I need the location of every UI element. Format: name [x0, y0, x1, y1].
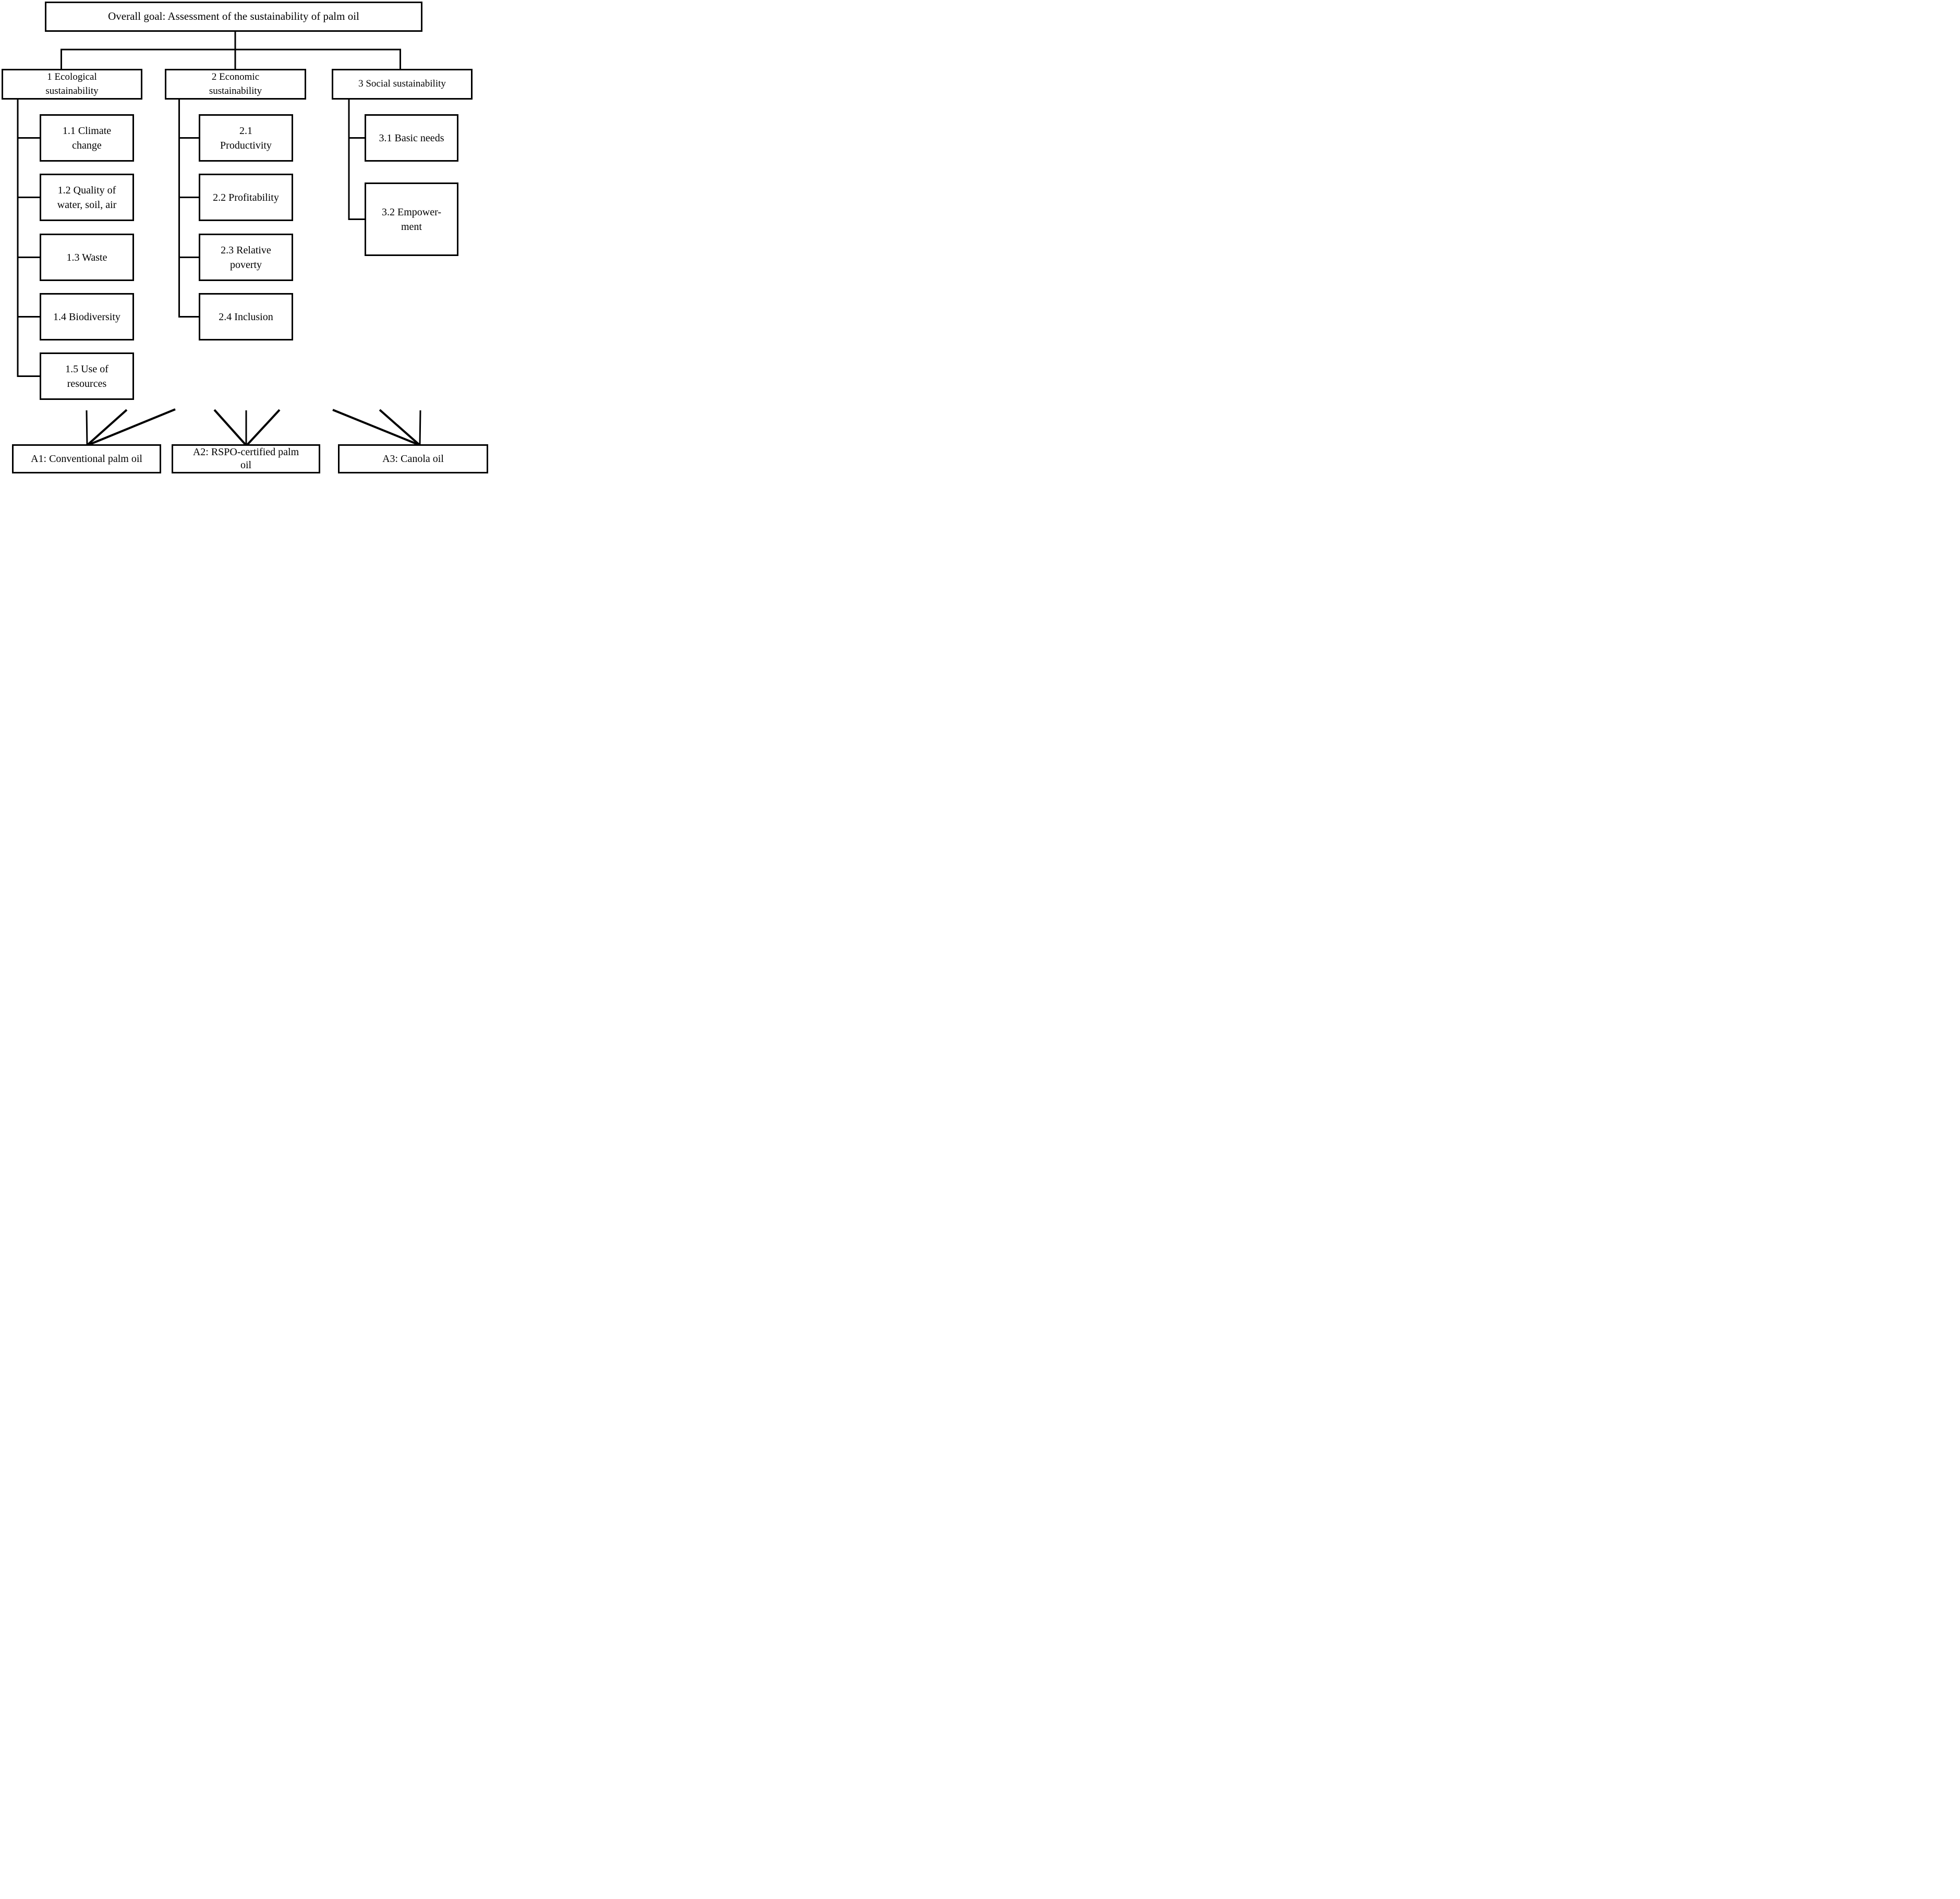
subcriterion-1-5-line2: resources — [67, 378, 107, 389]
subcriterion-1-5-line1: 1.5 Use of — [65, 363, 108, 375]
subcriterion-1-4-label: 1.4 Biodiversity — [53, 311, 120, 323]
goal-label: Overall goal: Assessment of the sustaina… — [108, 10, 359, 23]
criterion-box-3-social: 3 Social sustainability — [332, 69, 473, 100]
criterion-3-label: 3 Social sustainability — [358, 78, 446, 90]
subcriterion-2-3-line2: poverty — [229, 259, 262, 271]
subcriterion-1-2-line2: water, soil, air — [57, 199, 117, 211]
alternative-a2-line1: A2: RSPO-certified palm — [192, 446, 299, 458]
criterion-box-1-ecological: 1 Ecological sustainability — [2, 69, 142, 100]
fan-a3-diagonal-far — [332, 409, 419, 446]
fan-a1-diagonal-far — [88, 408, 176, 446]
subcriterion-3-2-line2: ment — [401, 221, 422, 233]
scale-wrapper: Overall goal: Assessment of the sustaina… — [0, 0, 1960, 475]
alternative-a3-label: A3: Canola oil — [382, 453, 444, 465]
subcriterion-2-1-line2: Productivity — [220, 139, 272, 151]
subcriterion-box-1-4-biodiversity: 1.4 Biodiversity — [40, 293, 134, 340]
subcriterion-2-1-line1: 2.1 — [239, 125, 252, 137]
goal-box: Overall goal: Assessment of the sustaina… — [45, 2, 422, 32]
criterion-1-label-line1: 1 Ecological — [47, 71, 97, 82]
fan-a2-diagonal-right — [246, 409, 281, 446]
subcriterion-box-1-2-quality-water-soil-air: 1.2 Quality of water, soil, air — [40, 174, 134, 221]
connector-lines — [17, 32, 421, 446]
subcriterion-2-2-label: 2.2 Profitability — [213, 191, 279, 203]
subcriterion-3-2-line1: 3.2 Empower- — [381, 206, 441, 218]
subcriterion-box-1-3-waste: 1.3 Waste — [40, 234, 134, 281]
subcriterion-box-2-1-productivity: 2.1 Productivity — [199, 114, 293, 162]
subcriterion-2-3-line1: 2.3 Relative — [221, 244, 271, 256]
subcriterion-3-1-label: 3.1 Basic needs — [379, 132, 444, 144]
alternative-box-a2-rspo-certified-palm-oil: A2: RSPO-certified palm oil — [172, 444, 320, 473]
subcriterion-box-2-2-profitability: 2.2 Profitability — [199, 174, 293, 221]
subcriterion-box-1-5-use-of-resources: 1.5 Use of resources — [40, 352, 134, 400]
alternative-box-a3-canola-oil: A3: Canola oil — [338, 444, 488, 473]
criterion-2-label-line1: 2 Economic — [211, 71, 260, 82]
subcriterion-box-3-2-empowerment: 3.2 Empower- ment — [365, 182, 458, 256]
ahp-hierarchy-diagram: Overall goal: Assessment of the sustaina… — [0, 0, 490, 475]
subcriterion-2-4-label: 2.4 Inclusion — [219, 311, 273, 323]
subcriterion-box-3-1-basic-needs: 3.1 Basic needs — [365, 114, 458, 162]
alternative-box-a1-conventional-palm-oil: A1: Conventional palm oil — [12, 444, 161, 473]
alternative-a2-line2: oil — [240, 459, 252, 471]
fan-a2-diagonal-left — [213, 409, 247, 446]
alternative-a1-label: A1: Conventional palm oil — [31, 453, 142, 465]
fan-a1-diagonal-mid — [87, 409, 128, 446]
fan-a3-diagonal-mid — [379, 409, 420, 446]
criterion-box-2-economic: 2 Economic sustainability — [165, 69, 306, 100]
criterion-2-label-line2: sustainability — [209, 85, 262, 96]
subcriterion-1-1-line2: change — [72, 139, 102, 151]
subcriterion-box-1-1-climate-change: 1.1 Climate change — [40, 114, 134, 162]
criterion-1-label-line2: sustainability — [45, 85, 99, 96]
subcriterion-1-2-line1: 1.2 Quality of — [57, 184, 116, 196]
subcriterion-box-2-4-inclusion: 2.4 Inclusion — [199, 293, 293, 340]
subcriterion-1-1-line1: 1.1 Climate — [62, 125, 112, 137]
subcriterion-1-3-label: 1.3 Waste — [66, 251, 107, 263]
subcriterion-box-2-3-relative-poverty: 2.3 Relative poverty — [199, 234, 293, 281]
